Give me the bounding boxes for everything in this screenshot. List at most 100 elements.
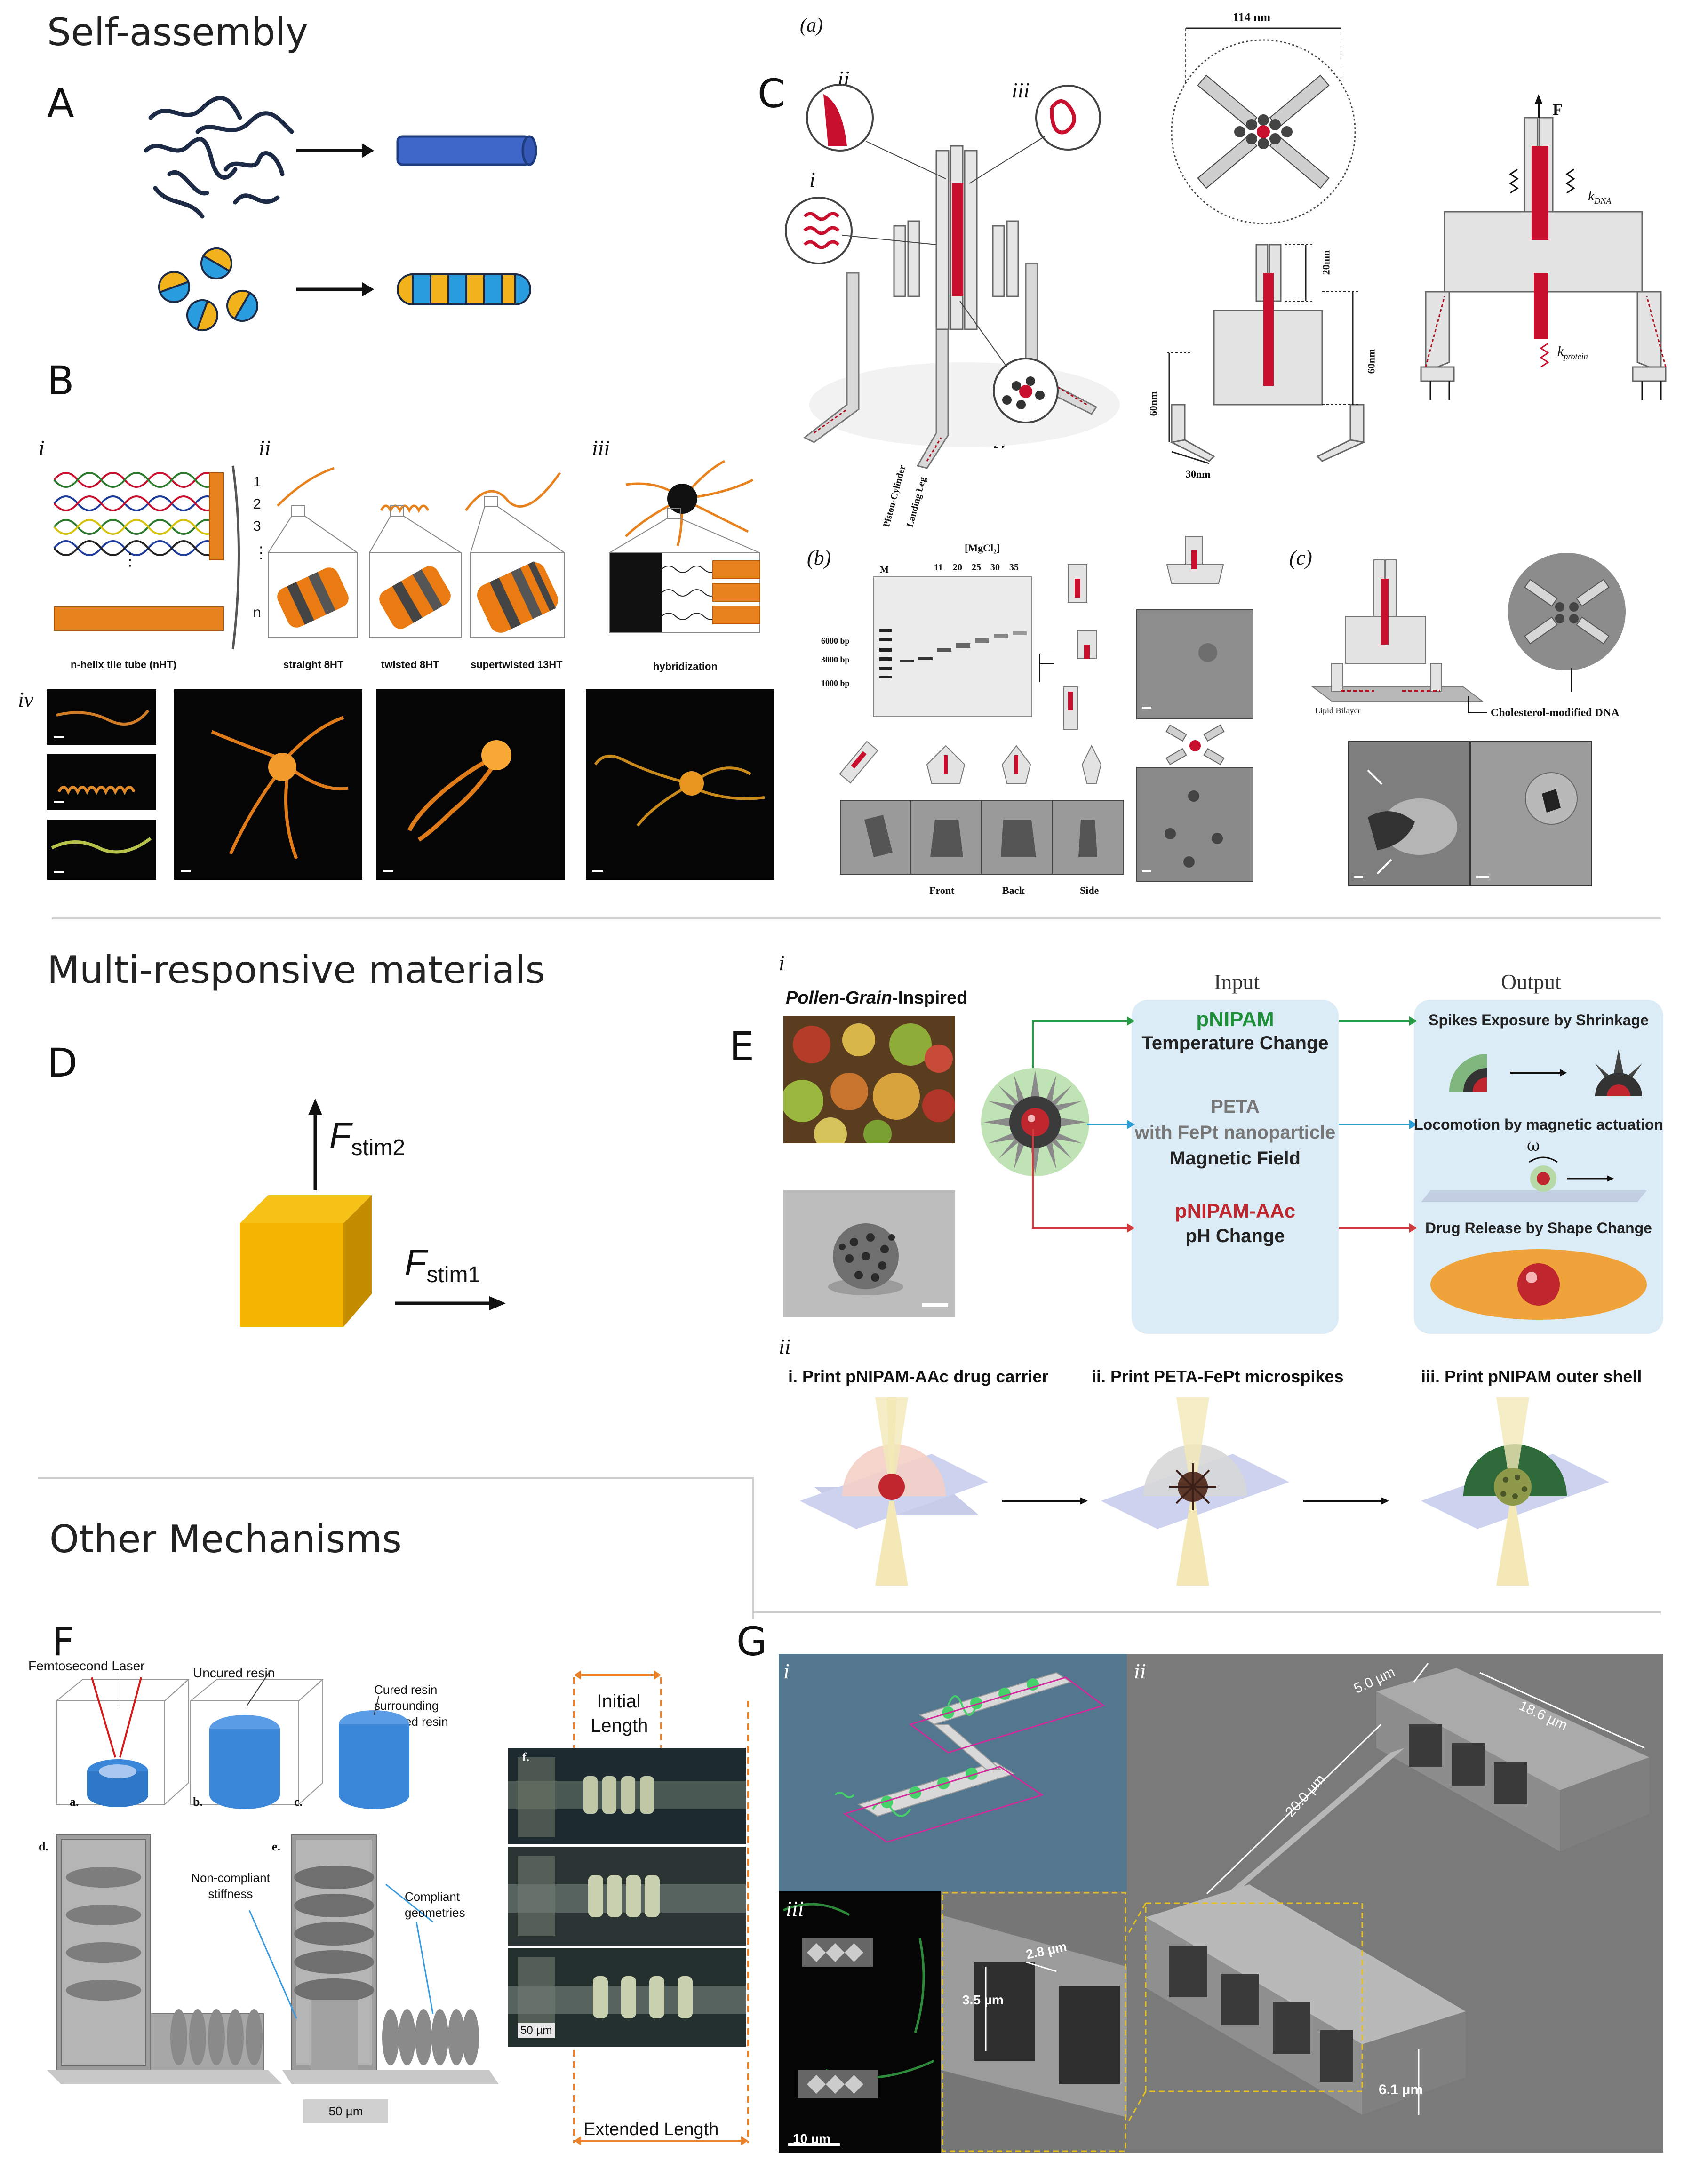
tube-number-1: 1 bbox=[253, 474, 261, 490]
view-front: Front bbox=[929, 885, 955, 896]
fluorescence-micrograph-6 bbox=[586, 689, 774, 880]
extended-length-label: Extended Length bbox=[583, 2120, 719, 2139]
sem-microbridge bbox=[1127, 1654, 1663, 2153]
micrograph-initial bbox=[508, 1748, 746, 1844]
panel-c-b: (b) bbox=[807, 546, 831, 569]
tem-image-2 bbox=[1136, 767, 1253, 882]
f-stim1-label: Fstim1 bbox=[405, 1243, 481, 1288]
tem-image-1 bbox=[1136, 609, 1253, 719]
origami-render-small bbox=[1166, 536, 1224, 584]
femtosecond-laser-label: Femtosecond Laser bbox=[28, 1659, 145, 1673]
gel-lane-30: 30 bbox=[990, 562, 1000, 573]
caption-straight-8ht: straight 8HT bbox=[283, 659, 344, 670]
fluorescence-micrograph-2 bbox=[47, 754, 156, 810]
section-divider-1 bbox=[52, 917, 1661, 919]
step-2-label: ii. Print PETA-FePt microspikes bbox=[1092, 1367, 1344, 1386]
gel-lane-25: 25 bbox=[972, 562, 981, 573]
compliant-structures bbox=[47, 1834, 499, 2084]
side-view-dimensions bbox=[1167, 244, 1366, 464]
gel-header-mgcl2: [MgCl₂] bbox=[965, 542, 1000, 554]
bundle-diagrams bbox=[268, 467, 565, 638]
input-magnetic: Magnetic Field bbox=[1170, 1148, 1301, 1169]
output-locomotion: Locomotion by magnetic actuation bbox=[1414, 1116, 1663, 1133]
input-pnipam: pNIPAM bbox=[1196, 1008, 1274, 1031]
gel-lane-m: M bbox=[880, 565, 889, 575]
tube-number-2: 2 bbox=[253, 496, 261, 512]
output-drug-release: Drug Release by Shape Change bbox=[1425, 1220, 1652, 1236]
origami-top-small bbox=[1165, 724, 1225, 766]
panel-label-a: A bbox=[47, 80, 74, 126]
label-d: d. bbox=[39, 1840, 48, 1853]
panel-label-d: D bbox=[47, 1040, 78, 1086]
origami-views-render bbox=[839, 741, 1102, 784]
gel-lane-11: 11 bbox=[934, 562, 943, 573]
tem-back bbox=[981, 800, 1054, 875]
gel-lane-35: 35 bbox=[1009, 562, 1019, 573]
output-spikes: Spikes Exposure by Shrinkage bbox=[1429, 1012, 1649, 1029]
panel-c-roman-iii: iii bbox=[1012, 78, 1030, 102]
force-spring-rendering bbox=[1420, 94, 1667, 400]
tube-number-dots: ⋮ bbox=[253, 544, 269, 562]
k-dna-label: kDNA bbox=[1588, 188, 1612, 206]
ladder-6000: 6000 bp bbox=[821, 636, 850, 646]
gel-lane-landing: Landing Leg bbox=[904, 476, 928, 528]
k-protein-label: kprotein bbox=[1557, 343, 1588, 361]
agarose-gel-image bbox=[873, 576, 1032, 717]
section-title-multi-responsive: Multi-responsive materials bbox=[47, 948, 545, 992]
lipid-bilayer-render bbox=[1311, 553, 1626, 713]
panel-label-c: C bbox=[758, 71, 785, 117]
dna-origami-rendering bbox=[785, 84, 1120, 469]
output-spikes-icons bbox=[1449, 1049, 1642, 1096]
ladder-1000: 1000 bp bbox=[821, 678, 850, 688]
uncured-resin-label: Uncured resin bbox=[193, 1666, 275, 1680]
panel-a-diagram bbox=[144, 96, 537, 331]
view-back: Back bbox=[1002, 885, 1025, 896]
fluorescence-micrograph-4 bbox=[174, 689, 362, 880]
output-header: Output bbox=[1501, 970, 1561, 994]
printing-steps bbox=[800, 1397, 1609, 1586]
step-3-label: iii. Print pNIPAM outer shell bbox=[1421, 1367, 1642, 1386]
section-divider-2 bbox=[38, 1477, 753, 1479]
fluorescence-micrograph-1 bbox=[47, 689, 156, 745]
force-label: F bbox=[1553, 101, 1563, 119]
resin-cubes bbox=[55, 1670, 409, 1809]
rendering-microbridge bbox=[779, 1654, 1127, 1891]
panel-label-g: G bbox=[736, 1619, 767, 1665]
top-view-circle bbox=[1171, 27, 1356, 224]
panel-c-a: (a) bbox=[800, 15, 823, 36]
input-fept: with FePt nanoparticle bbox=[1134, 1122, 1336, 1143]
omega-label: ω bbox=[1527, 1136, 1540, 1155]
panel-label-f: F bbox=[52, 1619, 75, 1665]
pollen-title: Pollen-Grain-Inspired bbox=[786, 988, 968, 1008]
panel-b-roman-iii: iii bbox=[592, 436, 610, 460]
scale-10um: 10 µm bbox=[793, 2131, 830, 2146]
label-e: e. bbox=[272, 1840, 281, 1853]
label-c: c. bbox=[294, 1795, 303, 1809]
view-side: Side bbox=[1080, 885, 1099, 896]
output-drug-release-icon bbox=[1430, 1249, 1647, 1320]
panel-g-roman-i: i bbox=[783, 1659, 790, 1683]
hybridization-diagram bbox=[609, 460, 760, 633]
cube-force-diagram bbox=[240, 1099, 506, 1327]
sem-microsphere-image bbox=[783, 1190, 955, 1317]
panel-c-c: (c) bbox=[1289, 546, 1312, 569]
panel-e-roman-i: i bbox=[779, 951, 785, 975]
panel-g-roman-iii: iii bbox=[786, 1897, 804, 1921]
spiky-particle bbox=[981, 1068, 1089, 1176]
tube-number-n: n bbox=[253, 605, 261, 620]
micrograph-middle bbox=[508, 1847, 746, 1946]
lipid-bilayer-label: Lipid Bilayer bbox=[1315, 706, 1361, 715]
panel-b-roman-ii: ii bbox=[259, 436, 271, 460]
f-stim2-label: Fstim2 bbox=[329, 1116, 406, 1161]
section-divider-vertical bbox=[752, 1477, 754, 1619]
input-arrows bbox=[1032, 1016, 1417, 1233]
tem-tilted bbox=[840, 800, 912, 875]
compliant-label: Compliant geometries bbox=[405, 1890, 465, 1920]
input-temperature: Temperature Change bbox=[1141, 1033, 1329, 1053]
tem-front bbox=[910, 800, 983, 875]
fluorescence-bridge bbox=[779, 1891, 941, 2153]
tube-number-3: 3 bbox=[253, 518, 261, 534]
label-b: b. bbox=[193, 1795, 203, 1809]
sem-zoom bbox=[941, 1891, 1127, 2153]
panel-b-roman-iv: iv bbox=[18, 687, 34, 711]
